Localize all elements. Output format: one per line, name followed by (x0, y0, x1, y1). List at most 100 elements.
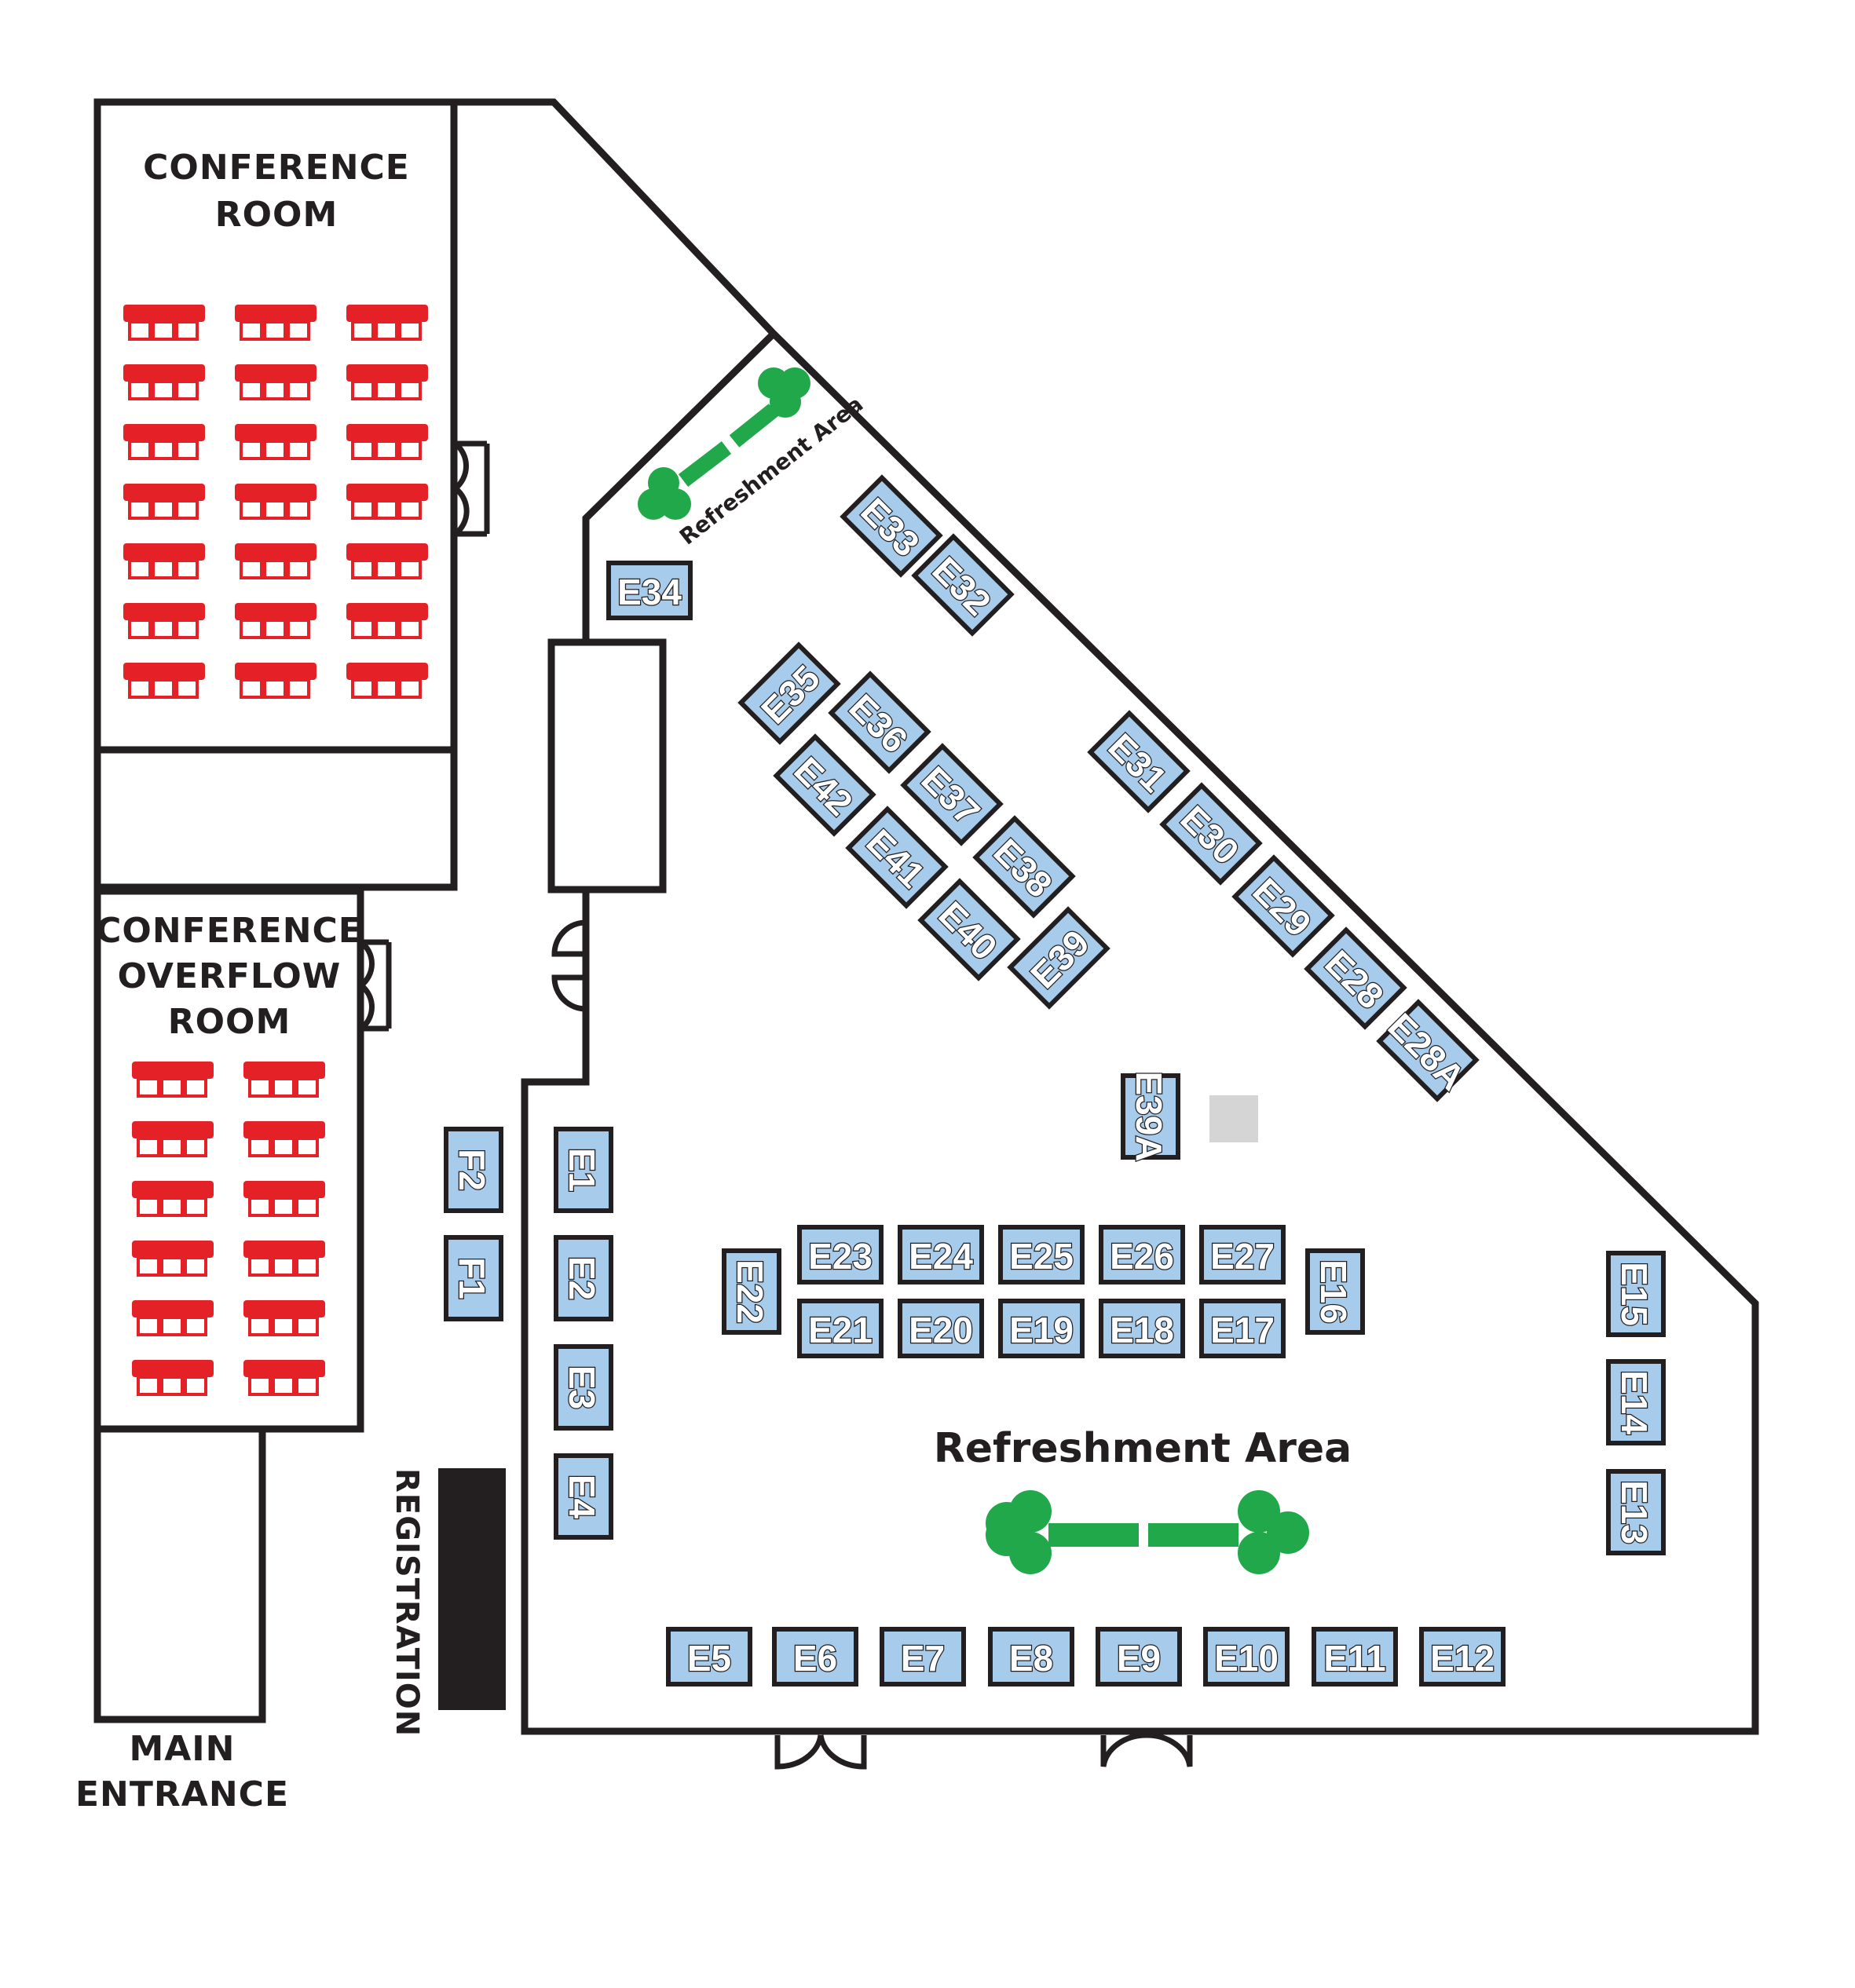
main-entrance-label-1: MAIN (129, 1729, 235, 1769)
booth-label: E19 (1009, 1310, 1074, 1350)
door-swing-icon[interactable] (453, 440, 490, 537)
conference-seating (123, 305, 428, 699)
booth-e8[interactable]: E8 (988, 1627, 1074, 1687)
main-entrance-label-2: ENTRANCE (75, 1774, 289, 1814)
booth-label: F1 (452, 1257, 492, 1299)
booth-e40[interactable]: E40 (917, 878, 1021, 981)
booth-e35[interactable]: E35 (737, 641, 841, 745)
booth-e3[interactable]: E3 (554, 1344, 613, 1431)
theater-seat-icon (132, 1121, 214, 1157)
booth-label: E2 (562, 1256, 602, 1300)
booth-e13[interactable]: E13 (1606, 1469, 1666, 1555)
booth-label: E5 (687, 1638, 731, 1679)
refreshment-table-icon (638, 367, 810, 520)
overflow-seating (132, 1062, 325, 1396)
theater-seat-icon (123, 663, 205, 699)
booth-label: E1 (562, 1148, 602, 1192)
booth-label: E15 (1614, 1262, 1655, 1326)
booth-e9[interactable]: E9 (1096, 1627, 1182, 1687)
booth-label: E3 (562, 1365, 602, 1409)
registration-desk (438, 1468, 506, 1710)
theater-seat-icon (235, 424, 316, 460)
booth-e14[interactable]: E14 (1606, 1359, 1666, 1445)
theater-seat-icon (132, 1241, 214, 1277)
booth-e16[interactable]: E16 (1305, 1248, 1365, 1335)
booth-e42[interactable]: E42 (773, 733, 876, 837)
booth-e27[interactable]: E27 (1199, 1225, 1286, 1285)
booth-e20[interactable]: E20 (898, 1299, 984, 1358)
booth-label: E18 (1110, 1310, 1174, 1350)
theater-seat-icon (132, 1181, 214, 1217)
theater-seat-icon (243, 1360, 325, 1396)
booth-e36[interactable]: E36 (828, 671, 931, 774)
booth-label: E26 (1110, 1236, 1174, 1277)
booth-label: E10 (1214, 1638, 1279, 1679)
door-swing-icon[interactable] (1100, 1732, 1193, 1767)
booth-f2[interactable]: F2 (444, 1127, 503, 1213)
booth-e24[interactable]: E24 (898, 1225, 984, 1285)
overflow-room-label-2: OVERFLOW (118, 956, 342, 996)
booth-label: E25 (1009, 1236, 1074, 1277)
booth-e22[interactable]: E22 (722, 1248, 781, 1335)
booth-e17[interactable]: E17 (1199, 1299, 1286, 1358)
booth-e6[interactable]: E6 (772, 1627, 858, 1687)
theater-seat-icon (346, 603, 428, 639)
theater-seat-icon (346, 543, 428, 579)
booth-e38[interactable]: E38 (972, 815, 1076, 919)
theater-seat-icon (132, 1062, 214, 1098)
door-swing-icon[interactable] (359, 939, 392, 1032)
theater-seat-icon (235, 364, 316, 400)
booth-label: E4 (562, 1475, 602, 1519)
booth-e10[interactable]: E10 (1203, 1627, 1290, 1687)
theater-seat-icon (123, 484, 205, 520)
booth-label: E20 (909, 1310, 973, 1350)
booth-e41[interactable]: E41 (845, 806, 949, 909)
booth-e15[interactable]: E15 (1606, 1251, 1666, 1337)
theater-seat-icon (235, 543, 316, 579)
theater-seat-icon (243, 1241, 325, 1277)
booth-e39[interactable]: E39 (1007, 906, 1110, 1010)
booth-e26[interactable]: E26 (1099, 1225, 1185, 1285)
column (1209, 1095, 1258, 1142)
booth-e34[interactable]: E34 (606, 561, 693, 620)
registration-label: REGISTRATION (389, 1468, 425, 1737)
theater-seat-icon (132, 1360, 214, 1396)
theater-seat-icon (346, 305, 428, 341)
booth-f1[interactable]: F1 (444, 1235, 503, 1321)
booth-label: E13 (1614, 1480, 1655, 1544)
booth-e21[interactable]: E21 (797, 1299, 884, 1358)
door-swing-icon[interactable] (774, 1734, 867, 1770)
booth-e1[interactable]: E1 (554, 1127, 613, 1213)
booth-e18[interactable]: E18 (1099, 1299, 1185, 1358)
booth-e39a[interactable]: E39A (1121, 1070, 1180, 1163)
booth-e5[interactable]: E5 (666, 1627, 752, 1687)
booth-e4[interactable]: E4 (554, 1453, 613, 1540)
theater-seat-icon (243, 1062, 325, 1098)
booth-label: E22 (730, 1259, 770, 1324)
theater-seat-icon (243, 1121, 325, 1157)
theater-seat-icon (346, 484, 428, 520)
booth-label: E17 (1210, 1310, 1275, 1350)
door-swing-icon[interactable] (551, 919, 587, 1012)
booth-label: E39A (1129, 1071, 1169, 1161)
theater-seat-icon (123, 424, 205, 460)
booth-e7[interactable]: E7 (880, 1627, 966, 1687)
theater-seat-icon (235, 484, 316, 520)
booth-e2[interactable]: E2 (554, 1235, 613, 1321)
booth-e19[interactable]: E19 (998, 1299, 1085, 1358)
conference-room-wall (93, 98, 458, 891)
theater-seat-icon (123, 364, 205, 400)
booth-label: E6 (793, 1638, 837, 1679)
booth-e12[interactable]: E12 (1419, 1627, 1506, 1687)
booth-e37[interactable]: E37 (900, 743, 1004, 846)
booth-label: E34 (617, 572, 682, 612)
booth-e25[interactable]: E25 (998, 1225, 1085, 1285)
conference-room-label-2: ROOM (215, 195, 338, 235)
booth-e23[interactable]: E23 (797, 1225, 884, 1285)
theater-seat-icon (346, 424, 428, 460)
booth-e33[interactable]: E33 (840, 474, 943, 578)
theater-seat-icon (235, 663, 316, 699)
booth-label: E16 (1313, 1259, 1354, 1324)
booth-e11[interactable]: E11 (1312, 1627, 1398, 1687)
